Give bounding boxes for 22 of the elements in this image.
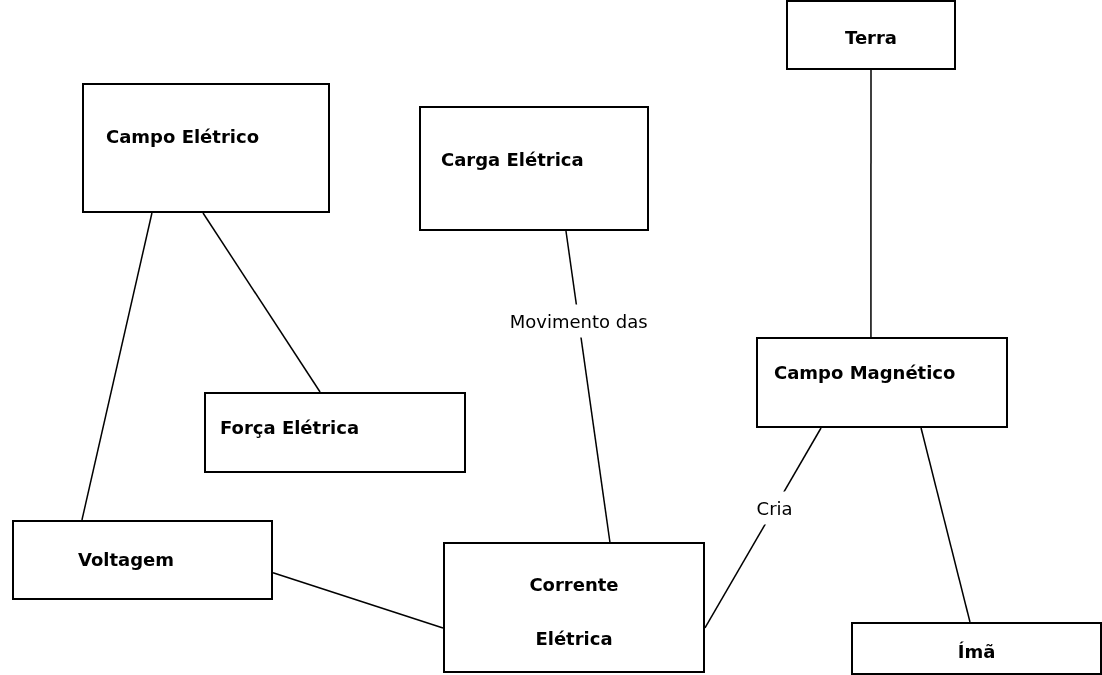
concept-box [12, 520, 273, 600]
connector-line [81, 212, 153, 521]
concept-label: Carga Elétrica [441, 149, 584, 170]
concept-box [851, 622, 1102, 675]
concept-box [82, 83, 330, 213]
connector-line [272, 572, 444, 629]
concept-box [204, 392, 466, 473]
connector-line [870, 69, 872, 338]
concept-box [756, 337, 1008, 428]
concept-box [419, 106, 649, 231]
concept-label: Campo Magnético [774, 362, 956, 383]
concept-label: Ímã [957, 641, 996, 662]
connector-line [202, 212, 321, 393]
concept-box [786, 0, 956, 70]
concept-label: Força Elétrica [220, 417, 360, 438]
connector-line [565, 230, 611, 543]
concept-label: Campo Elétrico [106, 126, 259, 147]
concept-box [443, 542, 705, 673]
connector-line [920, 427, 971, 623]
concept-label: Corrente Elétrica [529, 574, 619, 649]
concept-label: Voltagem [78, 549, 175, 570]
concept-label: Terra [845, 27, 897, 48]
